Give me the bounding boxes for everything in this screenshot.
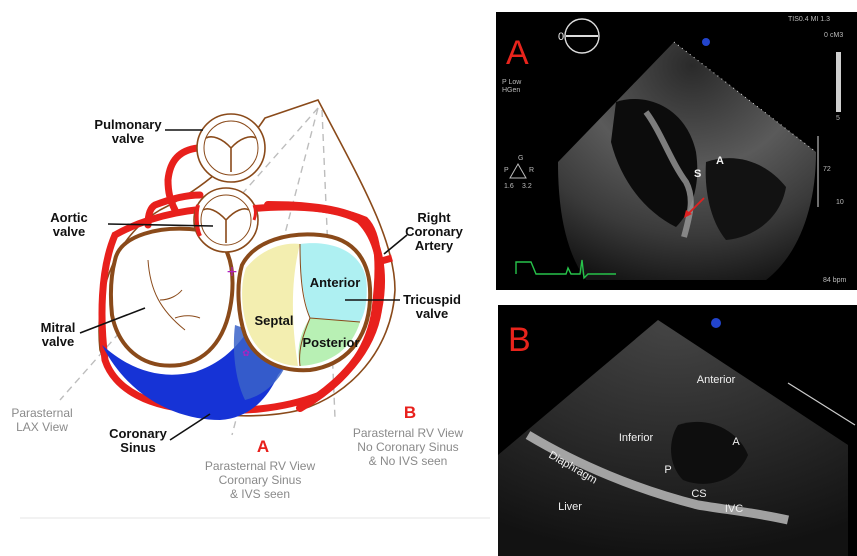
echo-a-probe-v1: 1.6 — [504, 183, 514, 190]
aortic-valve-label-line1: Aortic — [50, 210, 88, 225]
echo-b-probe-dot — [711, 318, 721, 328]
rca-branch — [378, 258, 392, 262]
aortic-valve — [194, 188, 258, 252]
echo-b-label-ivc: IVC — [725, 503, 743, 515]
echo-a-depth-top: 0 — [824, 32, 828, 39]
posterior-leaflet-label: Posterior — [302, 335, 359, 350]
echo-a-left-info-2: HGen — [502, 87, 520, 94]
pulmonary-valve-label-line2: valve — [112, 131, 145, 146]
echo-a-probe-p: P — [504, 167, 509, 174]
rca-label-line2: Coronary — [405, 224, 464, 239]
echo-a-side-marker: 72 — [823, 166, 831, 173]
tricuspid-valve-label-line2: valve — [416, 306, 449, 321]
view-a-label-line2: Coronary Sinus — [219, 473, 302, 487]
echo-a-probe-r: R — [529, 167, 534, 174]
lax-view-label-line2: LAX View — [16, 420, 68, 434]
view-a-label-line1: Parasternal RV View — [205, 459, 316, 473]
echo-b-image: B Anterior Inferior A P Diaphragm CS Liv… — [498, 305, 857, 556]
echo-a-grayscale-bar — [836, 52, 841, 112]
echo-b-label-a: A — [732, 436, 740, 448]
view-b-letter: B — [404, 403, 416, 422]
echo-a-left-info-1: P Low — [502, 79, 522, 86]
echo-a-depth-5: 5 — [836, 115, 840, 122]
lax-view-label-line1: Parasternal — [11, 406, 72, 420]
center-plus-marker: + — [226, 264, 238, 280]
mitral-valve-label-line2: valve — [42, 334, 75, 349]
aortic-valve-label-line2: valve — [53, 224, 86, 239]
tricuspid-anatomy-diagram: + ✿ Pulmonary valve Aortic valve Mitral … — [0, 0, 490, 556]
echo-a-panel-letter: A — [506, 34, 529, 72]
echo-b-label-anterior: Anterior — [697, 374, 736, 386]
view-b-label-line2: No Coronary Sinus — [357, 440, 458, 454]
sinus-leader — [170, 414, 210, 440]
view-a-letter: A — [257, 437, 269, 456]
echo-a-probe-icon — [510, 164, 526, 178]
echo-a-depth-unit: cM3 — [830, 32, 843, 39]
echo-a-header-right: TIS0.4 MI 1.3 — [788, 16, 830, 23]
echo-a-image: 0 A TIS0.4 MI 1.3 P Low HGen 0 cM3 5 72 … — [496, 12, 857, 290]
echo-b-label-inferior: Inferior — [619, 432, 654, 444]
echo-a-probe-v2: 3.2 — [522, 183, 532, 190]
coronary-sinus-label-line2: Sinus — [120, 440, 155, 455]
echo-a-depth-10: 10 — [836, 199, 844, 206]
echo-b-label-p: P — [664, 464, 671, 476]
mitral-valve-label-line1: Mitral — [41, 320, 76, 335]
coronary-sinus-label-line1: Coronary — [109, 426, 168, 441]
echo-panel-a: 0 A TIS0.4 MI 1.3 P Low HGen 0 cM3 5 72 … — [496, 12, 857, 290]
view-b-label-line3: & No IVS seen — [369, 454, 448, 468]
echo-b-panel-letter: B — [508, 321, 531, 359]
pulmonary-valve-label-line1: Pulmonary — [94, 117, 162, 132]
conus-artery — [168, 148, 198, 210]
echo-b-label-cs: CS — [691, 488, 706, 500]
echo-a-scale-zero: 0 — [558, 31, 564, 43]
rca-label-line3: Artery — [415, 238, 454, 253]
echo-a-label-a: A — [716, 155, 724, 167]
rca-label-line1: Right — [417, 210, 451, 225]
echo-a-probe-dot — [702, 38, 710, 46]
anterior-leaflet-label: Anterior — [310, 275, 361, 290]
view-a-label-line3: & IVS seen — [230, 487, 290, 501]
view-b-label-line1: Parasternal RV View — [353, 426, 464, 440]
echo-a-heart-rate: 84 bpm — [823, 277, 847, 284]
tricuspid-valve-label-line1: Tricuspid — [403, 292, 461, 307]
echo-a-label-s: S — [694, 168, 701, 180]
pulmonary-valve — [197, 114, 265, 182]
echo-a-mode-letter: G — [518, 155, 523, 162]
sinus-dot-marker: ✿ — [242, 349, 250, 359]
septal-leaflet-label: Septal — [254, 313, 293, 328]
echo-panel-b: B Anterior Inferior A P Diaphragm CS Liv… — [498, 305, 857, 556]
echo-b-label-liver: Liver — [558, 501, 582, 513]
